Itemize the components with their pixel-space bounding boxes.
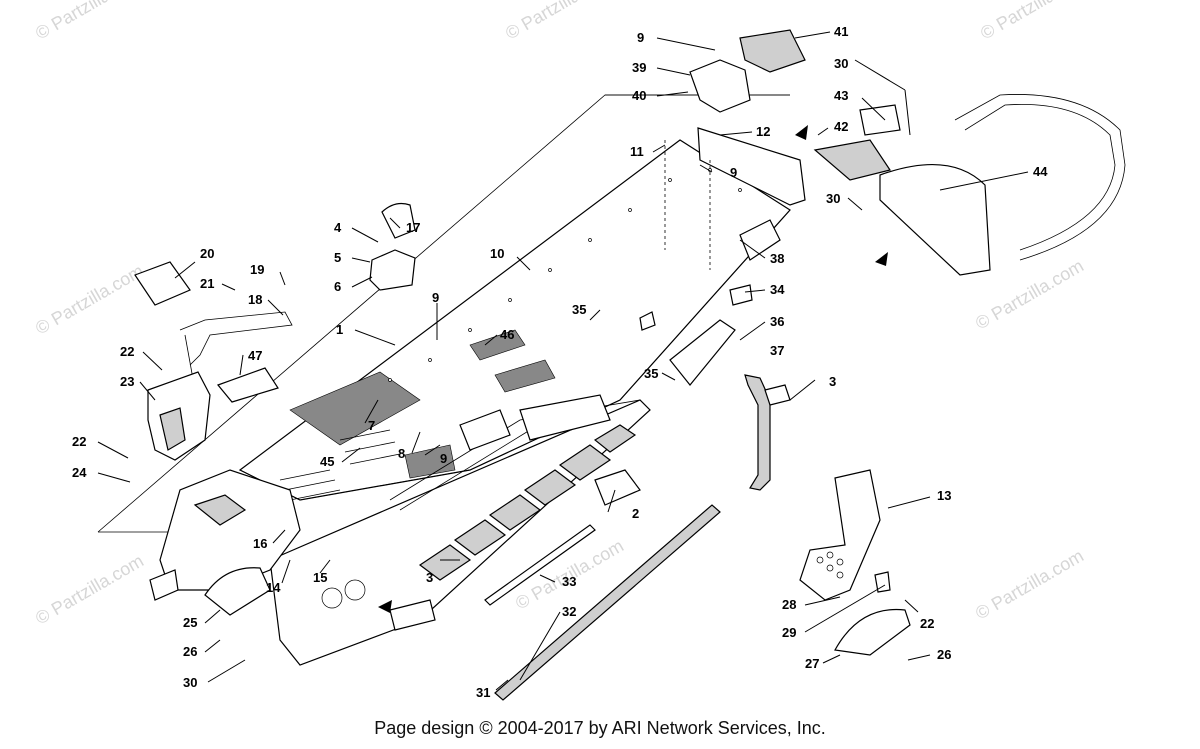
callout-26: 26 — [937, 647, 951, 662]
callout-32: 32 — [562, 604, 576, 619]
watermark: © Partzilla.com — [32, 550, 147, 628]
callout-9: 9 — [637, 30, 644, 45]
arrow-icon — [378, 600, 392, 613]
callout-34: 34 — [770, 282, 785, 297]
callout-41: 41 — [834, 24, 848, 39]
callout-9: 9 — [432, 290, 439, 305]
rear-bumper — [813, 94, 1126, 276]
arrow-icon — [875, 252, 888, 266]
callout-6: 6 — [334, 279, 341, 294]
callout-15: 15 — [313, 570, 327, 585]
callout-36: 36 — [770, 314, 784, 329]
callout-45: 45 — [320, 454, 334, 469]
callout-17: 17 — [406, 220, 420, 235]
callout-10: 10 — [490, 246, 504, 261]
callout-8: 8 — [398, 446, 405, 461]
top-bracket — [689, 29, 806, 113]
rail-cutouts — [418, 424, 637, 581]
callout-23: 23 — [120, 374, 134, 389]
callout-46: 46 — [500, 327, 514, 342]
callout-2: 2 — [632, 506, 639, 521]
callout-35: 35 — [572, 302, 586, 317]
callout-18: 18 — [248, 292, 262, 307]
callout-24: 24 — [72, 465, 87, 480]
callout-25: 25 — [183, 615, 197, 630]
watermark: © Partzilla.com — [977, 0, 1092, 43]
callout-4: 4 — [334, 220, 342, 235]
callout-16: 16 — [253, 536, 267, 551]
arrow-icon — [795, 125, 808, 140]
callout-43: 43 — [834, 88, 848, 103]
callout-33: 33 — [562, 574, 576, 589]
callout-7: 7 — [368, 418, 375, 433]
side-rail — [269, 399, 651, 666]
watermark: © Partzilla.com — [502, 0, 617, 43]
rear-tunnel-parts — [639, 127, 806, 386]
tunnel-plate — [238, 139, 791, 501]
callout-19: 19 — [250, 262, 264, 277]
callout-12: 12 — [756, 124, 770, 139]
callout-13: 13 — [937, 488, 951, 503]
leader-lines — [97, 31, 1029, 691]
watermark: © Partzilla.com — [972, 545, 1087, 623]
strap-37 — [744, 374, 791, 491]
callout-38: 38 — [770, 251, 784, 266]
callout-14: 14 — [266, 580, 281, 595]
seat-bracket — [369, 202, 416, 291]
footrest-holes — [816, 551, 844, 579]
watermark: © Partzilla.com — [32, 260, 147, 338]
callout-44: 44 — [1033, 164, 1048, 179]
direction-arrows — [378, 125, 888, 613]
callout-30: 30 — [183, 675, 197, 690]
callout-11: 11 — [630, 144, 644, 159]
tube-32 — [484, 504, 721, 701]
footer-copyright: Page design © 2004-2017 by ARI Network S… — [374, 718, 826, 738]
callout-39: 39 — [632, 60, 646, 75]
vent-slots — [279, 429, 401, 501]
front-bulkhead — [149, 469, 301, 601]
callout-5: 5 — [334, 250, 341, 265]
callout-37: 37 — [770, 343, 784, 358]
callout-26: 26 — [183, 644, 197, 659]
callout-3: 3 — [829, 374, 836, 389]
callout-40: 40 — [632, 88, 646, 103]
callout-30: 30 — [826, 191, 840, 206]
callout-47: 47 — [248, 348, 262, 363]
callout-20: 20 — [200, 246, 214, 261]
callout-22: 22 — [920, 616, 934, 631]
callout-27: 27 — [805, 656, 819, 671]
watermark: © Partzilla.com — [32, 0, 147, 43]
callout-28: 28 — [782, 597, 796, 612]
callout-21: 21 — [200, 276, 214, 291]
cross-braces — [389, 394, 641, 511]
footrest-right — [799, 469, 911, 656]
callout-30: 30 — [834, 56, 848, 71]
bracket-2 — [594, 469, 641, 506]
left-parts — [134, 261, 293, 461]
callout-3: 3 — [426, 570, 433, 585]
callout-1: 1 — [336, 322, 343, 337]
callout-9: 9 — [730, 165, 737, 180]
callout-9: 9 — [440, 451, 447, 466]
callout-29: 29 — [782, 625, 796, 640]
callout-35: 35 — [644, 366, 658, 381]
callout-22: 22 — [120, 344, 134, 359]
callout-31: 31 — [476, 685, 490, 700]
callout-42: 42 — [834, 119, 848, 134]
callouts: 1 2 3 3 4 5 6 7 8 9 9 9 9 10 11 12 13 14… — [72, 24, 1048, 700]
footrest-bottom — [204, 567, 271, 616]
callout-22: 22 — [72, 434, 86, 449]
